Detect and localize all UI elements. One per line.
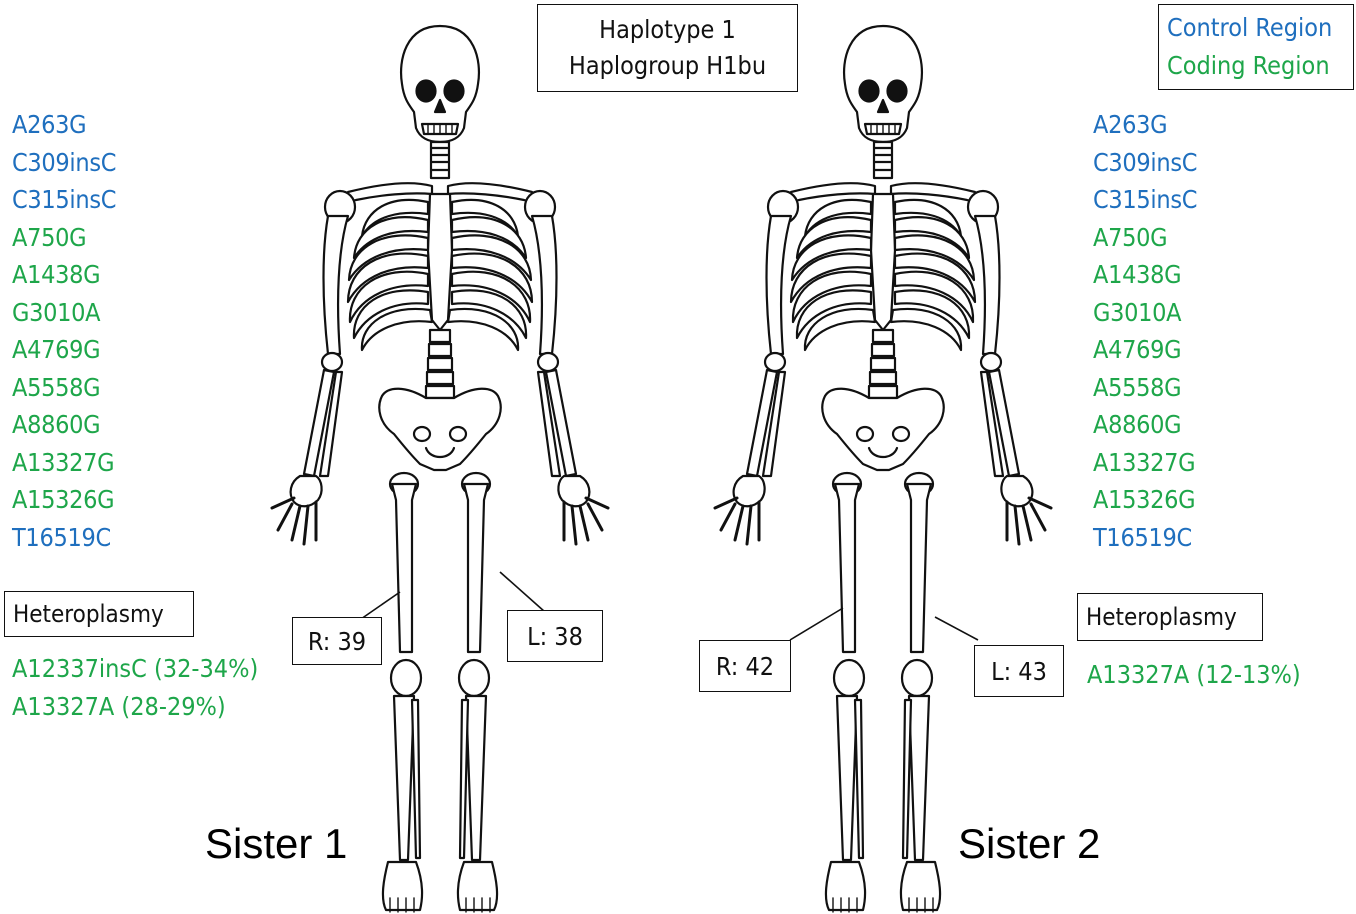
connector-s2-right	[790, 608, 843, 640]
mutation-item: A750G	[1093, 219, 1197, 257]
sister-2-heteroplasmy-label: Heteroplasmy	[1077, 593, 1263, 641]
sister-1-left-leg-length: L: 38	[507, 610, 603, 662]
sister-2-label: Sister 2	[958, 820, 1100, 868]
mutation-item: A13327G	[12, 444, 116, 482]
sister-1-heteroplasmy-list: A12337insC (32-34%)A13327A (28-29%)	[12, 650, 258, 726]
mutation-item: C309insC	[12, 144, 116, 182]
sister-2-left-leg-length: L: 43	[974, 645, 1064, 697]
connector-s1-right	[361, 592, 400, 619]
mutation-item: A263G	[1093, 106, 1197, 144]
mutation-item: A750G	[12, 219, 116, 257]
legend-coding-region: Coding Region	[1167, 47, 1353, 85]
mutation-item: A4769G	[12, 331, 116, 369]
mutation-item: A5558G	[1093, 369, 1197, 407]
connector-s1-left	[500, 572, 545, 612]
mutation-item: A15326G	[12, 481, 116, 519]
mutation-item: A1438G	[12, 256, 116, 294]
haplotype-title-box: Haplotype 1 Haplogroup H1bu	[537, 4, 798, 92]
mutation-item: A4769G	[1093, 331, 1197, 369]
mutation-item: G3010A	[1093, 294, 1197, 332]
mutation-item: G3010A	[12, 294, 116, 332]
mutation-item: C315insC	[12, 181, 116, 219]
sister-2-right-leg-length: R: 42	[699, 640, 791, 692]
heteroplasmy-item: A12337insC (32-34%)	[12, 650, 258, 688]
haplotype-label: Haplotype 1	[599, 12, 736, 48]
mutation-item: A8860G	[1093, 406, 1197, 444]
legend-control-region: Control Region	[1167, 9, 1353, 47]
sister-1-right-leg-length: R: 39	[292, 617, 382, 665]
mutation-item: A13327G	[1093, 444, 1197, 482]
connector-s2-left	[935, 617, 978, 640]
heteroplasmy-item: A13327A (12-13%)	[1087, 656, 1301, 694]
sister-2-heteroplasmy-list: A13327A (12-13%)	[1087, 656, 1301, 694]
mutation-item: A263G	[12, 106, 116, 144]
region-legend: Control Region Coding Region	[1158, 4, 1354, 90]
mutation-item: A8860G	[12, 406, 116, 444]
mutation-item: T16519C	[12, 519, 116, 557]
mutation-item: C309insC	[1093, 144, 1197, 182]
haplogroup-label: Haplogroup H1bu	[569, 48, 766, 84]
mutation-item: T16519C	[1093, 519, 1197, 557]
heteroplasmy-item: A13327A (28-29%)	[12, 688, 258, 726]
mutation-item: A5558G	[12, 369, 116, 407]
mutation-item: A1438G	[1093, 256, 1197, 294]
mutation-item: C315insC	[1093, 181, 1197, 219]
sister-1-heteroplasmy-label: Heteroplasmy	[4, 591, 194, 637]
sister-1-label: Sister 1	[205, 820, 347, 868]
mutation-item: A15326G	[1093, 481, 1197, 519]
